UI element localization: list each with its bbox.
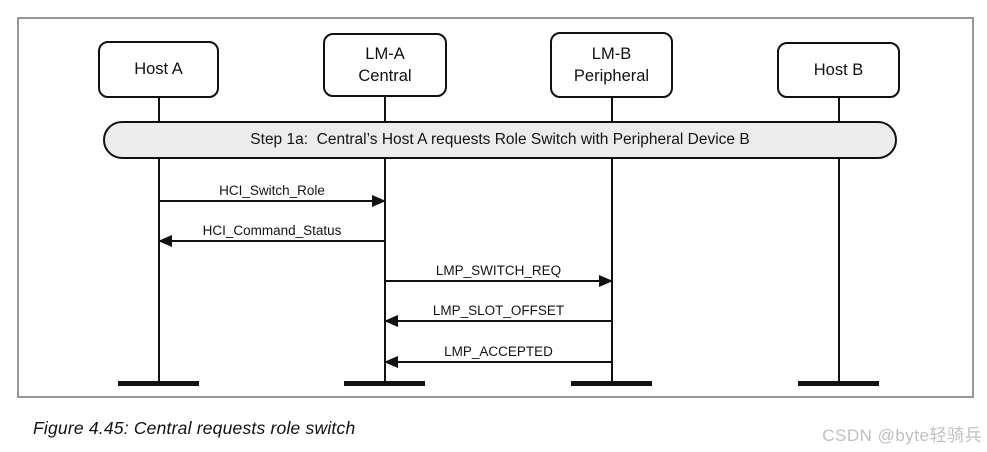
lifeline-end-bar-host-b [798, 381, 879, 386]
actor-label-line2: Central [358, 67, 412, 85]
message-arrow-line [384, 314, 612, 327]
lifeline-lm-b [611, 97, 613, 384]
message-arrow-line [385, 274, 613, 287]
actor-box-lm-a-central: LM-A Central [323, 33, 447, 97]
arrowhead-right-icon [372, 194, 386, 207]
message-label: HCI_Command_Status [202, 223, 342, 238]
actor-label-line2: Peripheral [573, 67, 650, 85]
figure-caption: Figure 4.45: Central requests role switc… [33, 418, 356, 438]
arrowhead-right-icon [599, 274, 613, 287]
actor-label: LM-B [591, 44, 632, 63]
message-arrow-line [159, 194, 386, 207]
actor-box-host-b: Host B [777, 42, 900, 98]
message-lmp-accepted: LMP_ACCEPTED [384, 344, 612, 368]
actor-box-lm-b-peripheral: LM-B Peripheral [550, 32, 673, 98]
arrowhead-left-icon [384, 314, 398, 327]
message-label: LMP_SLOT_OFFSET [432, 303, 565, 318]
lifeline-end-bar-lm-b [571, 381, 652, 386]
message-lmp-slot-offset: LMP_SLOT_OFFSET [384, 303, 612, 327]
lifeline-host-b [838, 97, 840, 384]
message-arrow-line [158, 234, 385, 247]
actor-label: Host B [813, 60, 864, 79]
step-banner: Step 1a: Central’s Host A requests Role … [103, 121, 897, 159]
actor-box-host-a: Host A [98, 41, 219, 98]
lifeline-end-bar-host-a [118, 381, 199, 386]
lifeline-lm-a [384, 96, 386, 384]
arrowhead-left-icon [384, 355, 398, 368]
message-lmp-switch-req: LMP_SWITCH_REQ [385, 263, 613, 287]
actor-label: LM-A [365, 44, 405, 63]
message-label: HCI_Switch_Role [219, 183, 325, 198]
message-hci-switch-role: HCI_Switch_Role [159, 183, 386, 207]
message-label: LMP_ACCEPTED [444, 344, 553, 359]
arrowhead-left-icon [158, 234, 172, 247]
step-banner-text: Step 1a: Central’s Host A requests Role … [250, 131, 750, 148]
csdn-watermark: CSDN @byte轻骑兵 [822, 426, 982, 445]
actor-label: Host A [134, 60, 183, 79]
message-arrow-line [384, 355, 612, 368]
message-hci-command-status: HCI_Command_Status [158, 223, 385, 247]
lifeline-end-bar-lm-a [344, 381, 425, 386]
message-label: LMP_SWITCH_REQ [435, 263, 562, 278]
